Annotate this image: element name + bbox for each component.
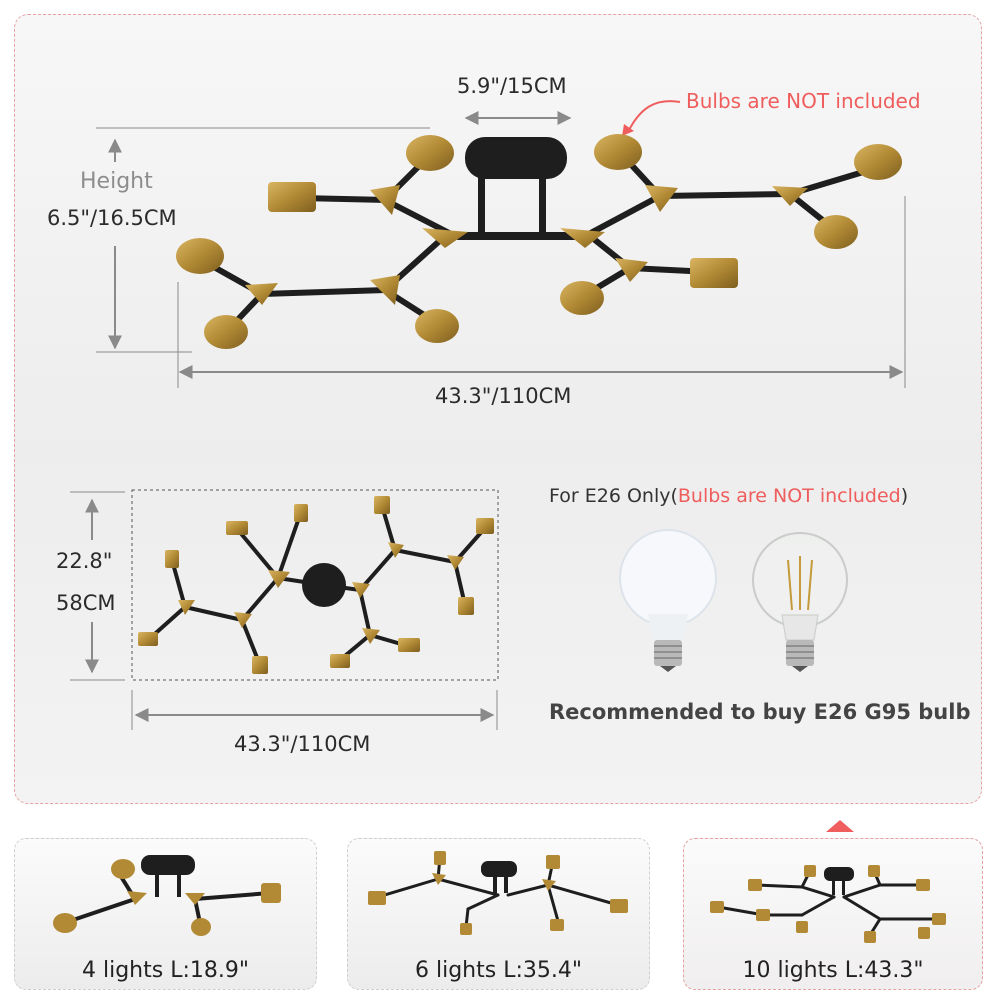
- variant-card-10-lights[interactable]: 10 lights L:43.3": [683, 838, 983, 990]
- dimension-lines: [70, 111, 906, 730]
- variant-10-thumbnail: [710, 865, 946, 943]
- bulb-recommendation: Recommended to buy E26 G95 bulb: [549, 700, 971, 724]
- length-plan-label: 43.3"/110CM: [234, 732, 371, 756]
- canopy-width-label: 5.9"/15CM: [457, 74, 567, 98]
- variant-4-thumbnail: [53, 855, 281, 936]
- variant-card-4-lights[interactable]: 4 lights L:18.9": [14, 838, 317, 990]
- callout-arrowhead: [622, 124, 634, 136]
- fixture-plan-view: [138, 496, 494, 674]
- variant-4-label: 4 lights L:18.9": [82, 958, 249, 983]
- fixture-side-view: [176, 134, 902, 349]
- length-top-label: 43.3"/110CM: [435, 384, 572, 408]
- variant-card-6-lights[interactable]: 6 lights L:35.4": [347, 838, 650, 990]
- bulb-compat-prefix: For E26 Only(: [549, 485, 678, 507]
- bulb-compat-note: For E26 Only(Bulbs are NOT included): [549, 485, 908, 507]
- height-label: Height: [80, 169, 153, 194]
- bulb-frosted: [619, 529, 717, 672]
- bulb-compat-suffix: ): [900, 485, 909, 507]
- bulb-warning: Bulbs are NOT included: [677, 485, 901, 507]
- variant-10-label: 10 lights L:43.3": [742, 958, 924, 983]
- callout-arrow: [627, 100, 681, 133]
- variant-6-thumbnail: [368, 851, 628, 935]
- depth-label-cm: 58CM: [56, 591, 116, 615]
- bulb-clear-filament: [752, 532, 848, 672]
- variant-6-label: 6 lights L:35.4": [415, 958, 582, 983]
- plan-view-frame: [131, 489, 499, 681]
- bulbs-not-included-callout: Bulbs are NOT included: [686, 89, 921, 113]
- selected-indicator-icon: [826, 820, 854, 832]
- depth-label-inch: 22.8": [56, 549, 113, 573]
- height-value: 6.5"/16.5CM: [47, 206, 177, 230]
